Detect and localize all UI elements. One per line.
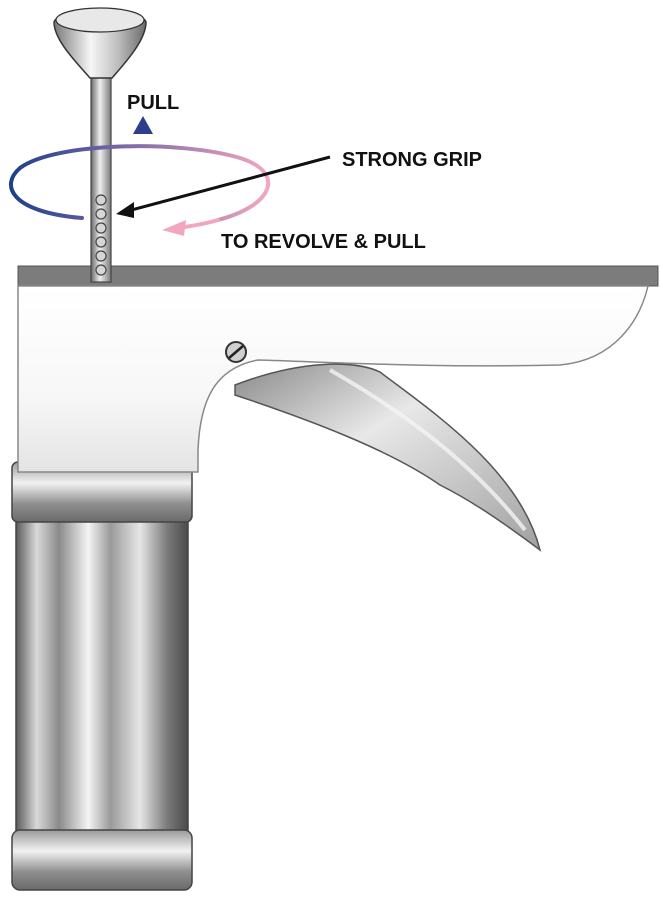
press-body xyxy=(17,265,659,473)
label-revolve-pull: TO REVOLVE & PULL xyxy=(221,231,426,253)
barrel xyxy=(11,461,193,891)
screw-icon xyxy=(225,341,247,363)
grip-notches xyxy=(95,194,107,276)
label-pull: PULL xyxy=(127,92,179,114)
revolve-arrow xyxy=(9,144,271,236)
plunger xyxy=(53,7,147,283)
strong-grip-pointer xyxy=(116,155,331,218)
label-strong-grip: STRONG GRIP xyxy=(342,149,482,171)
pull-arrow xyxy=(133,116,153,205)
lever-handle xyxy=(234,363,542,552)
revolve-arrowhead xyxy=(162,220,186,236)
